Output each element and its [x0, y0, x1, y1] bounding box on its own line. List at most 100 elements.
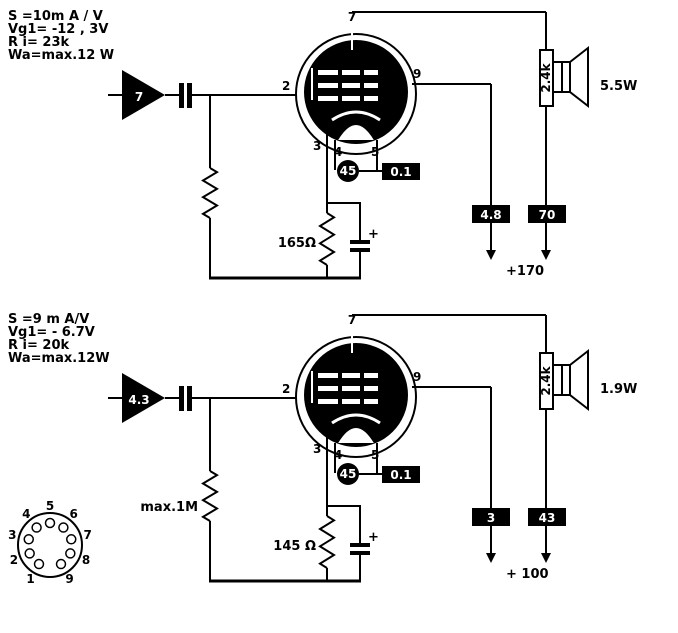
- cathode: [331, 413, 381, 425]
- speaker-cone: [569, 348, 589, 412]
- electrode: [342, 70, 360, 75]
- socket-pin-hole: [58, 522, 69, 533]
- current-circle: [337, 160, 359, 182]
- electrode: [364, 386, 378, 391]
- spec-line: Wa=max.12 W: [8, 48, 114, 63]
- pin-7-label: 7: [348, 10, 356, 24]
- electrode: [364, 96, 378, 101]
- capacitor-plate: [179, 386, 184, 411]
- socket-pin-label: 3: [8, 528, 16, 542]
- voltage-label: 0.1: [390, 468, 411, 482]
- pin-2-label: 2: [282, 382, 290, 396]
- tube-interior: [304, 343, 408, 447]
- electrode: [318, 386, 338, 391]
- electrode: [364, 399, 378, 404]
- socket-pin-label: 9: [65, 572, 73, 586]
- electrode: [342, 96, 360, 101]
- electrolytic-capacitor-icon: [350, 240, 370, 244]
- electrode: [342, 399, 360, 404]
- socket-pin-hole: [44, 517, 56, 529]
- spec-line: S =10m A / V: [8, 9, 103, 24]
- anode-voltage-box: [528, 508, 566, 526]
- output-power-label: 1.9W: [600, 382, 637, 397]
- electrode: [318, 70, 338, 75]
- heater-loop: [336, 123, 376, 141]
- socket-pin-label: 6: [70, 507, 78, 521]
- pin-2-label: 2: [282, 79, 290, 93]
- arrow-down-icon: [486, 250, 496, 260]
- electrode: [342, 373, 360, 378]
- spec-line: R i= 23k: [8, 35, 70, 50]
- cathode-resistor-label: 145 Ω: [273, 539, 316, 554]
- speaker-icon: [561, 364, 571, 396]
- supply-voltage-label: +170: [506, 264, 544, 279]
- electrode: [318, 83, 338, 88]
- voltage-box: [382, 163, 420, 180]
- input-gain-label: 7: [135, 90, 143, 104]
- electrode: [364, 70, 378, 75]
- speaker-cone: [569, 45, 589, 109]
- pin-9-label: 9: [413, 370, 421, 384]
- screen-voltage-label: 3: [487, 511, 495, 525]
- electrode: [364, 83, 378, 88]
- electrode: [318, 399, 338, 404]
- capacitor-plate: [179, 83, 184, 108]
- socket-pin-hole: [55, 558, 67, 570]
- socket-pin-label: 4: [22, 507, 30, 521]
- socket-pin-label: 7: [83, 528, 91, 542]
- output-power-label: 5.5W: [600, 79, 637, 94]
- electrolytic-capacitor-icon: [350, 551, 370, 555]
- amplifier-triangle-icon: [122, 373, 165, 423]
- electrode: [342, 386, 360, 391]
- socket-pin-hole: [65, 548, 76, 559]
- socket-pin-label: 1: [26, 572, 34, 586]
- screen-voltage-box: [472, 205, 510, 223]
- pin-3-label: 3: [313, 139, 321, 153]
- socket-pin-label: 5: [46, 499, 54, 513]
- pin-4-label: 4: [334, 448, 342, 462]
- load-label: 2.4k: [539, 62, 553, 92]
- anode-voltage-label: 70: [539, 208, 556, 222]
- load-label: 2.4k: [539, 365, 553, 395]
- spec-line: R i= 20k: [8, 338, 70, 353]
- electrolytic-capacitor-icon: [350, 543, 370, 547]
- grid-resistor-icon: [201, 470, 219, 522]
- cathode: [331, 110, 381, 122]
- spec-line: Vg1= -12 , 3V: [8, 22, 108, 37]
- capacitor-polarity-label: +: [368, 530, 379, 545]
- arrow-down-icon: [486, 553, 496, 563]
- electrode: [364, 373, 378, 378]
- pin-5-label: 5: [371, 145, 379, 159]
- tube-interior: [304, 40, 408, 144]
- spec-line: S =9 m A/V: [8, 312, 89, 327]
- grid-resistor-label: max.1M: [140, 500, 198, 515]
- current-label: 45: [340, 164, 357, 178]
- anode-voltage-box: [528, 205, 566, 223]
- capacitor-plate: [187, 83, 192, 108]
- voltage-box: [382, 466, 420, 483]
- socket-pin-hole: [31, 522, 42, 533]
- screen-voltage-label: 4.8: [480, 208, 501, 222]
- amplifier-triangle-icon: [122, 70, 165, 120]
- voltage-label: 0.1: [390, 165, 411, 179]
- electrode: [318, 373, 338, 378]
- current-label: 45: [340, 467, 357, 481]
- socket-pin-hole: [24, 548, 35, 559]
- socket-pin-hole: [23, 534, 34, 545]
- cathode-resistor-icon: [318, 212, 336, 266]
- cathode-resistor-icon: [318, 515, 336, 569]
- speaker-icon: [561, 61, 571, 93]
- pin-4-label: 4: [334, 145, 342, 159]
- arrow-down-icon: [541, 250, 551, 260]
- capacitor-polarity-label: +: [368, 227, 379, 242]
- pin-7-label: 7: [348, 313, 356, 327]
- capacitor-plate: [187, 386, 192, 411]
- screen-voltage-box: [472, 508, 510, 526]
- socket-pin-hole: [33, 558, 45, 570]
- heater-loop: [336, 426, 376, 444]
- anode-voltage-label: 43: [539, 511, 556, 525]
